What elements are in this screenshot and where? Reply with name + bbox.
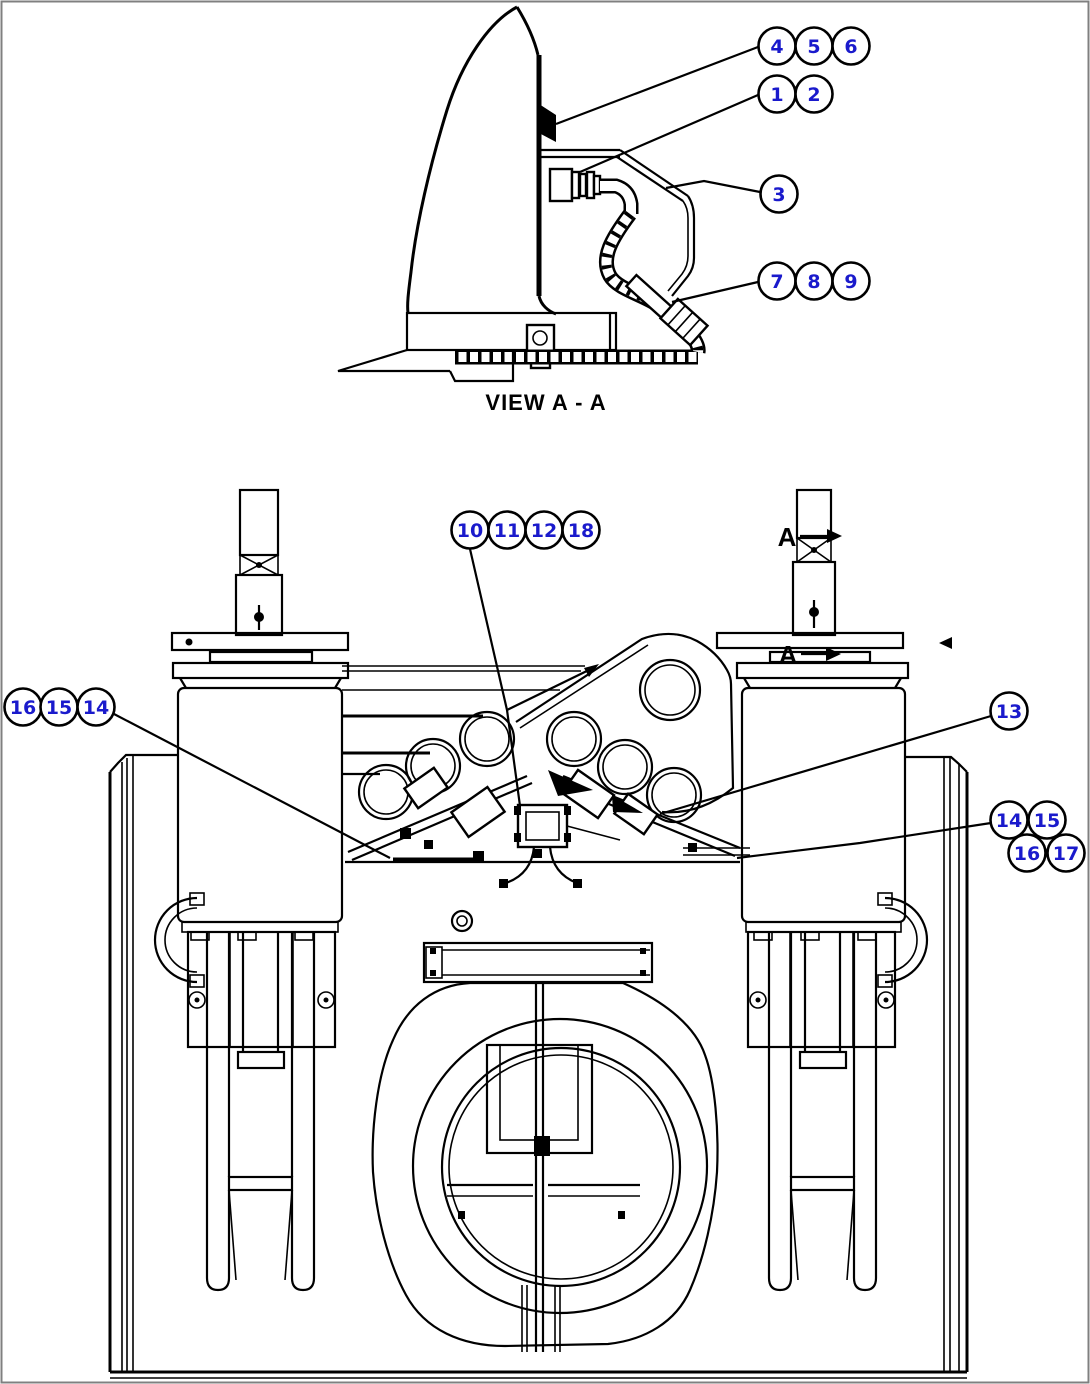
balloon-15-left[interactable]: 15: [39, 687, 79, 727]
left-fork: [186, 930, 337, 1292]
balloon-1[interactable]: 1: [757, 74, 797, 114]
svg-text:6: 6: [844, 36, 857, 58]
balloon-14-left[interactable]: 14: [76, 687, 116, 727]
section-marker-top: A: [778, 522, 842, 552]
balloon-6[interactable]: 6: [831, 26, 871, 66]
top-view-leader-lines: [555, 45, 761, 304]
svg-text:15: 15: [1034, 810, 1060, 832]
bolt: [450, 909, 474, 933]
wiring-harness: [347, 766, 741, 888]
balloon-13[interactable]: 13: [989, 691, 1029, 731]
svg-text:8: 8: [807, 271, 820, 293]
svg-text:10: 10: [457, 520, 483, 542]
balloon-2[interactable]: 2: [794, 74, 834, 114]
left-tank-assembly: [153, 488, 350, 988]
svg-text:17: 17: [1053, 843, 1079, 865]
svg-text:11: 11: [494, 520, 520, 542]
svg-text:2: 2: [807, 84, 820, 106]
balloon-15-right[interactable]: 15: [1027, 800, 1067, 840]
balloon-12[interactable]: 12: [524, 510, 564, 550]
svg-text:A: A: [779, 640, 798, 670]
svg-text:4: 4: [770, 36, 783, 58]
right-fork: [746, 930, 897, 1292]
svg-text:1: 1: [770, 84, 783, 106]
frame-panel: [108, 753, 969, 1379]
section-marker-bottom: A: [779, 637, 952, 670]
fitting-hose-assembly: [548, 167, 710, 354]
balloon-16-right[interactable]: 16: [1007, 833, 1047, 873]
svg-text:3: 3: [772, 184, 785, 206]
mount-bracket: [539, 104, 696, 297]
axle-housing: [371, 981, 719, 1352]
balloon-3[interactable]: 3: [759, 174, 799, 214]
balloon-7[interactable]: 7: [757, 261, 797, 301]
top-view-drawing: 4 5 6 1 2 3 7 8 9 VIEW A - A: [337, 5, 871, 415]
front-view-drawing: A A 10 11 12 18 16: [3, 488, 1086, 1379]
balloon-8[interactable]: 8: [794, 261, 834, 301]
view-a-a-label: VIEW A - A: [485, 390, 606, 415]
balloon-17-right[interactable]: 17: [1046, 833, 1086, 873]
hose-coupler: [658, 297, 710, 347]
svg-text:A: A: [778, 522, 797, 552]
balloon-11[interactable]: 11: [487, 510, 527, 550]
gusset-plate: [515, 632, 735, 814]
svg-text:15: 15: [46, 697, 72, 719]
svg-text:5: 5: [807, 36, 820, 58]
tank-side-profile: [337, 5, 698, 383]
svg-text:16: 16: [1014, 843, 1040, 865]
right-tank-assembly: [715, 488, 929, 988]
svg-text:16: 16: [10, 697, 36, 719]
svg-text:14: 14: [83, 697, 109, 719]
svg-text:13: 13: [996, 701, 1022, 723]
balloon-9[interactable]: 9: [831, 261, 871, 301]
svg-text:12: 12: [531, 520, 557, 542]
balloon-18[interactable]: 18: [561, 510, 601, 550]
balloon-5[interactable]: 5: [794, 26, 834, 66]
balloon-10[interactable]: 10: [450, 510, 490, 550]
svg-text:9: 9: [844, 271, 857, 293]
front-view-leader-lines: [113, 548, 992, 860]
balloon-14-right[interactable]: 14: [989, 800, 1029, 840]
svg-text:14: 14: [996, 810, 1022, 832]
balloon-4[interactable]: 4: [757, 26, 797, 66]
svg-text:18: 18: [568, 520, 594, 542]
svg-text:7: 7: [770, 271, 783, 293]
balloon-16-left[interactable]: 16: [3, 687, 43, 727]
